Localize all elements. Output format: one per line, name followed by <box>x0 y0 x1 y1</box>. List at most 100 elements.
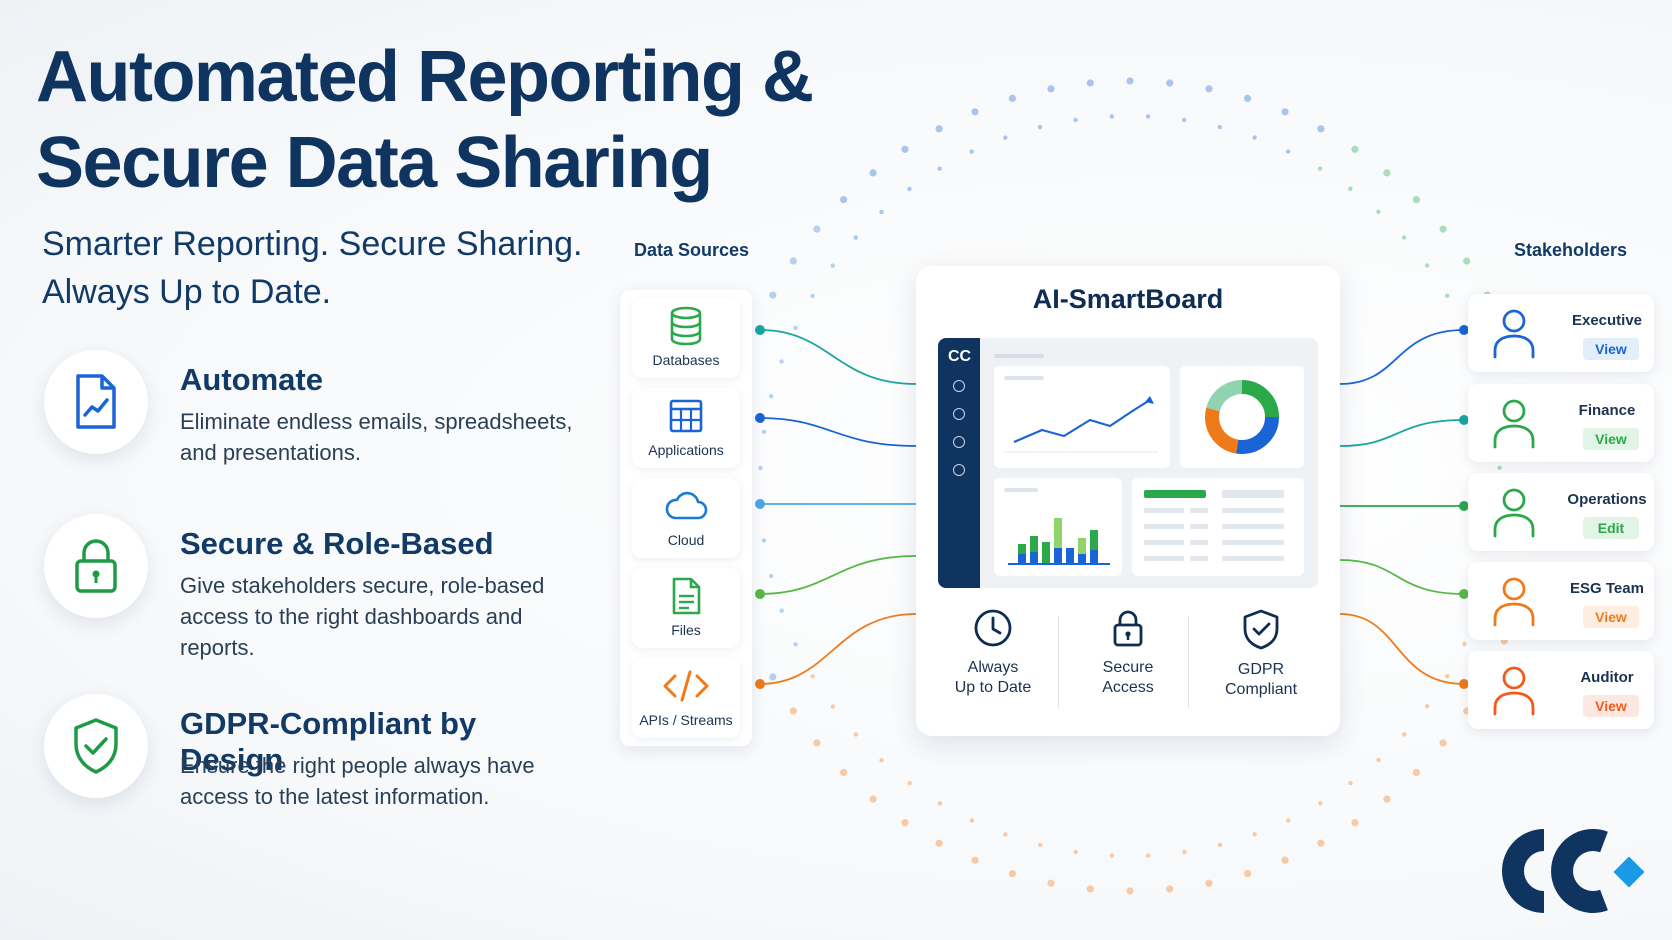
source-label: Files <box>671 622 701 638</box>
cloud-icon <box>665 491 708 520</box>
ring-dot <box>1412 196 1420 204</box>
ring-dot <box>1439 225 1447 233</box>
ring-dot <box>971 856 979 864</box>
donut-chart-mini <box>1205 380 1279 454</box>
ring-dot <box>1252 832 1257 837</box>
ring-dot <box>1109 853 1115 858</box>
ring-dot <box>1182 117 1187 123</box>
role-badge[interactable]: View <box>1583 338 1639 360</box>
sidebar-dot-icon[interactable] <box>953 380 965 392</box>
sidebar-dot-icon[interactable] <box>953 436 965 448</box>
person-icon <box>1493 488 1535 538</box>
ring-dot <box>935 125 943 133</box>
ring-dot <box>971 108 979 116</box>
padlock-icon <box>1113 610 1143 647</box>
feature-icon-circle <box>44 350 148 454</box>
ring-dot <box>1003 832 1008 837</box>
ring-dot <box>1073 117 1078 123</box>
role-badge[interactable]: View <box>1583 428 1639 450</box>
ring-dot <box>1252 135 1257 140</box>
ring-dot <box>869 795 877 803</box>
connector-dot <box>755 325 765 335</box>
stakeholders-label: Stakeholders <box>1514 240 1628 260</box>
source-applications[interactable]: Applications <box>632 388 740 468</box>
line-chart-card <box>994 366 1170 468</box>
data-sources-label: Data Sources <box>634 240 750 260</box>
file-icon <box>672 577 701 615</box>
role-badge[interactable]: View <box>1583 606 1639 628</box>
stakeholder-name: Executive <box>1571 312 1643 329</box>
ring-dot <box>1497 465 1502 470</box>
feature-title: Automate <box>180 362 323 397</box>
ring-dot <box>1244 870 1252 878</box>
sidebar-dot-icon[interactable] <box>953 464 965 476</box>
shield-icon <box>1243 609 1279 650</box>
donut-chart-card <box>1180 366 1304 468</box>
ring-dot <box>1003 135 1008 140</box>
ring-dot <box>1376 757 1381 763</box>
source-cloud[interactable]: Cloud <box>632 478 740 558</box>
feature-title: GDPR-Compliant by Design <box>180 706 477 777</box>
stakeholder-connector-line <box>1339 419 1465 447</box>
bar-chart-mini <box>1004 488 1110 565</box>
source-apis-streams[interactable]: APIs / Streams <box>632 658 740 738</box>
ring-dot <box>768 394 774 399</box>
ring-dot <box>1166 79 1174 87</box>
ring-dot <box>1318 801 1323 806</box>
stakeholder-name: Finance <box>1578 402 1636 419</box>
ring-dot <box>813 225 821 233</box>
dashboard-sidebar: CC <box>938 338 980 588</box>
ring-dot <box>1073 849 1079 855</box>
ring-dot <box>813 739 821 747</box>
ring-dot <box>1126 887 1134 895</box>
ring-dot <box>1286 818 1291 823</box>
source-label: Applications <box>648 442 724 458</box>
source-label: Cloud <box>667 532 705 548</box>
sidebar-dot-icon[interactable] <box>953 408 965 420</box>
ring-dot <box>1285 149 1291 154</box>
ring-dot <box>937 166 942 171</box>
ring-dot <box>779 608 784 613</box>
ring-dot <box>1402 732 1407 737</box>
source-files[interactable]: Files <box>632 568 740 648</box>
ring-dot <box>1462 641 1467 647</box>
person-icon <box>1493 577 1535 627</box>
feature-description: Give stakeholders secure, role-based acc… <box>180 573 545 660</box>
connector-dot <box>755 679 765 689</box>
database-icon <box>670 306 702 346</box>
ring-dot <box>761 538 767 543</box>
ring-dot <box>1401 235 1407 240</box>
stakeholder-connector-line <box>1339 613 1465 685</box>
ring-dot <box>1281 108 1289 116</box>
ring-dot <box>969 149 974 154</box>
ring-dot <box>1376 209 1381 214</box>
ring-dot <box>1445 673 1450 679</box>
ring-dot <box>1166 885 1174 893</box>
dashboard-header-bar <box>994 350 1304 362</box>
table-mini <box>1144 490 1284 561</box>
ring-dot <box>1205 879 1213 887</box>
ring-dot <box>935 839 943 847</box>
ring-dot <box>1145 114 1151 119</box>
grid-app-icon <box>669 399 703 433</box>
ring-dot <box>758 465 763 471</box>
ring-dot <box>1412 768 1420 777</box>
ring-dot <box>1086 79 1094 87</box>
source-databases[interactable]: Databases <box>632 298 740 378</box>
dashboard-logo: CC <box>948 348 972 365</box>
ring-dot <box>758 502 763 507</box>
ring-dot <box>1463 257 1471 265</box>
role-badge[interactable]: View <box>1583 695 1639 717</box>
connector-dot <box>755 589 765 599</box>
ring-dot <box>853 235 858 240</box>
ring-dot <box>901 145 909 153</box>
role-badge[interactable]: Edit <box>1583 517 1639 539</box>
